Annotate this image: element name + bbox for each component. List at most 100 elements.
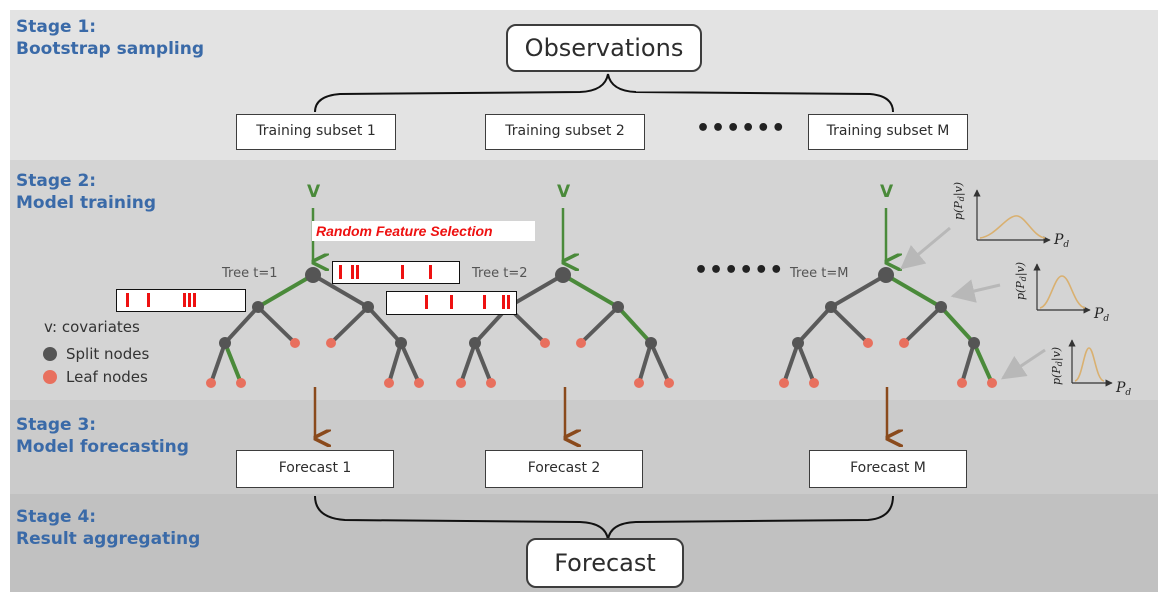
- leaf-node: [634, 378, 644, 388]
- tree-2: [456, 267, 674, 388]
- svg-text:p(Pd|v): p(Pd|v): [1014, 262, 1028, 300]
- stage-4-subtitle: Result aggregating: [16, 529, 201, 549]
- decision-path-branch: [616, 305, 653, 345]
- leaf-node: [384, 378, 394, 388]
- tree-branch: [782, 342, 800, 384]
- tree-branch: [311, 273, 370, 309]
- training-subset-m-label: Training subset M: [826, 123, 950, 139]
- tree-branch: [829, 273, 888, 309]
- feature-vector-2: [116, 289, 246, 312]
- leaf-node: [206, 378, 216, 388]
- leaf-node: [664, 378, 674, 388]
- random-feature-selection-label: Random Feature Selection: [312, 221, 535, 241]
- tree-branch: [960, 342, 976, 384]
- feature-mark: [507, 295, 510, 309]
- feature-mark: [126, 293, 129, 307]
- input-symbol-1: V: [307, 182, 321, 202]
- aggregation-brace: [314, 495, 894, 541]
- tree-branch: [796, 342, 816, 384]
- feature-mark: [425, 295, 428, 309]
- tree-1: [206, 267, 424, 388]
- split-node: [612, 301, 624, 313]
- tree-branch: [256, 305, 297, 345]
- input-symbol-3: V: [880, 182, 894, 202]
- split-node: [252, 301, 264, 313]
- tree-branch: [223, 305, 260, 345]
- final-forecast-box: Forecast: [526, 538, 684, 588]
- leaf-node: [326, 338, 336, 348]
- input-symbol-2: V: [557, 182, 571, 202]
- split-node: [362, 301, 374, 313]
- svg-text:p(Pd|v): p(Pd|v): [952, 182, 966, 220]
- leaf-node: [987, 378, 997, 388]
- stage-3-title: Stage 3:: [16, 415, 97, 435]
- observations-box: Observations: [506, 24, 702, 72]
- leaf-node: [899, 338, 909, 348]
- split-node: [395, 337, 407, 349]
- subset-ellipsis: ••••••: [696, 116, 787, 141]
- svg-text:p(Pd|v): p(Pd|v): [1050, 347, 1064, 385]
- tree-branch: [387, 342, 403, 384]
- decision-path-branch: [256, 273, 315, 309]
- tree-2-label: Tree t=2: [472, 266, 528, 281]
- leaf-node-legend-dot: [43, 370, 57, 384]
- feature-mark: [356, 265, 359, 279]
- feature-mark: [183, 293, 186, 307]
- forecast-m-label: Forecast M: [850, 460, 926, 476]
- split-node: [219, 337, 231, 349]
- feature-mark: [429, 265, 432, 279]
- forecast-2-box: Forecast 2: [485, 450, 643, 488]
- forecast-m-box: Forecast M: [809, 450, 967, 488]
- split-node: [968, 337, 980, 349]
- tree-branch: [399, 342, 421, 384]
- tree-branch: [796, 305, 833, 345]
- leaf-node: [863, 338, 873, 348]
- leaf-node: [290, 338, 300, 348]
- feature-mark: [483, 295, 486, 309]
- legend-split-nodes: Split nodes: [66, 345, 150, 363]
- leaf-node: [414, 378, 424, 388]
- stage-1-label: Stage 1: Bootstrap sampling: [16, 16, 204, 60]
- tree-branch: [579, 305, 620, 345]
- feature-mark: [450, 295, 453, 309]
- tree-1-label: Tree t=1: [222, 266, 278, 281]
- feature-mark: [188, 293, 191, 307]
- feature-vector-1: [332, 261, 460, 284]
- svg-text:Pd: Pd: [1115, 380, 1131, 398]
- trees-layer: [206, 267, 997, 388]
- leaf-node: [576, 338, 586, 348]
- density-curve-3: [1074, 347, 1105, 382]
- density-plot-2: p(Pd|v) Pd: [1014, 262, 1109, 324]
- density-arrow-3: [1001, 348, 1046, 380]
- split-node: [305, 267, 321, 283]
- split-node: [825, 301, 837, 313]
- tree-branch: [329, 305, 370, 345]
- bootstrap-brace: [314, 73, 894, 113]
- feature-mark: [502, 295, 505, 309]
- density-arrow-2: [950, 279, 1001, 303]
- tree-branch: [829, 305, 870, 345]
- svg-text:Pd: Pd: [1093, 306, 1109, 324]
- stage-3-label: Stage 3: Model forecasting: [16, 414, 189, 458]
- leaf-node: [456, 378, 466, 388]
- leaf-node: [540, 338, 550, 348]
- tree-m-label: Tree t=M: [790, 266, 849, 281]
- density-curve-1: [979, 215, 1046, 239]
- tree-ellipsis: ••••••: [694, 258, 785, 283]
- leaf-node: [236, 378, 246, 388]
- stage-3-subtitle: Model forecasting: [16, 437, 189, 457]
- decision-path-branch: [939, 305, 976, 345]
- split-node-legend-dot: [43, 347, 57, 361]
- split-node: [555, 267, 571, 283]
- svg-text:Pd: Pd: [1053, 232, 1069, 250]
- split-node: [878, 267, 894, 283]
- training-subset-m-box: Training subset M: [808, 114, 968, 150]
- training-subset-1-label: Training subset 1: [256, 123, 376, 139]
- stage-2-label: Stage 2: Model training: [16, 170, 156, 214]
- forecast-1-label: Forecast 1: [278, 460, 352, 476]
- stage-1-subtitle: Bootstrap sampling: [16, 39, 205, 59]
- decision-path-branch: [561, 273, 620, 309]
- final-forecast-label: Forecast: [554, 549, 656, 577]
- split-node: [645, 337, 657, 349]
